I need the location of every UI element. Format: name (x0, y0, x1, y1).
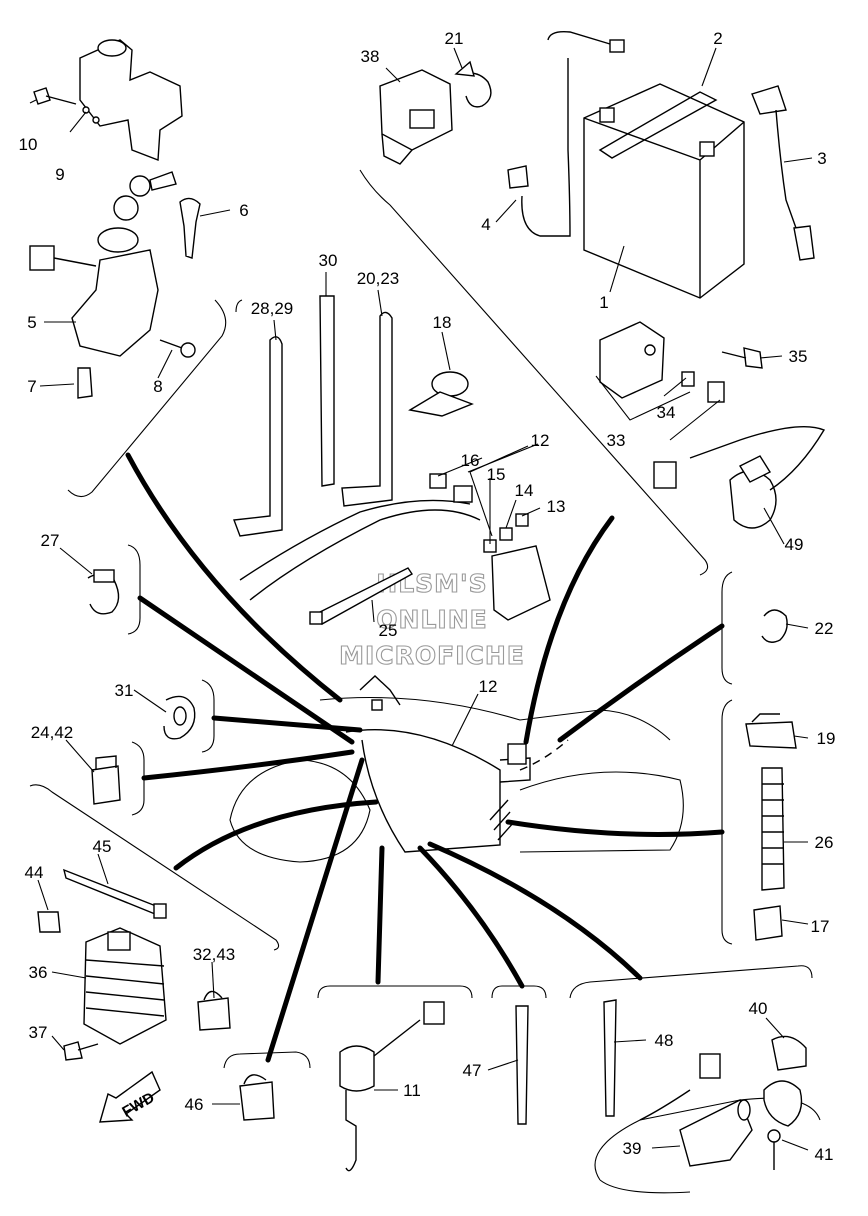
callout-24-42: 24,42 (31, 723, 74, 742)
callout-26: 26 (815, 833, 834, 852)
callout-labels: 9 10 6 5 7 8 38 21 2 3 4 1 28,29 30 20,2… (19, 29, 836, 1164)
part-clip-46 (239, 1074, 275, 1121)
part-ignition-bracket-9 (79, 39, 183, 161)
part-cable-tie-47 (515, 1005, 529, 1125)
callout-16: 16 (461, 451, 480, 470)
part-cable-tie-20-23 (341, 311, 393, 507)
fwd-arrow: FWD (99, 1070, 161, 1123)
callout-44: 44 (25, 863, 44, 882)
callout-13: 13 (547, 497, 566, 516)
watermark-line-2: ONLINE (376, 605, 487, 634)
callout-40: 40 (749, 999, 768, 1018)
callout-5: 5 (27, 313, 36, 332)
callout-31: 31 (115, 681, 134, 700)
callout-33: 33 (607, 431, 626, 450)
part-clamp-31 (163, 695, 196, 740)
part-clamp-18 (408, 371, 474, 417)
callout-12-center: 12 (479, 677, 498, 696)
part-screw-8 (159, 339, 196, 358)
callout-48: 48 (655, 1031, 674, 1050)
callout-20-23: 20,23 (357, 269, 400, 288)
part-clip-32-43 (197, 990, 231, 1031)
callout-21: 21 (445, 29, 464, 48)
callout-4: 4 (481, 215, 490, 234)
callout-38: 38 (361, 47, 380, 66)
part-clip-22 (761, 609, 788, 643)
part-bolt-7 (77, 367, 93, 399)
callout-11: 11 (403, 1081, 421, 1100)
part-cap-40 (763, 1035, 807, 1127)
callout-27: 27 (41, 531, 60, 550)
callout-7: 7 (27, 377, 36, 396)
callout-25: 25 (379, 621, 398, 640)
callout-18: 18 (433, 313, 452, 332)
callout-10: 10 (19, 135, 38, 154)
part-bolt-37 (63, 1041, 99, 1061)
callout-12-top: 12 (531, 431, 550, 450)
callout-35: 35 (789, 347, 808, 366)
callout-15: 15 (487, 465, 506, 484)
part-battery-cable-3 (751, 85, 815, 261)
part-clip-44 (37, 911, 61, 933)
callout-39: 39 (623, 1139, 642, 1158)
part-sensor-49 (653, 426, 826, 529)
part-fuses-34 (681, 371, 725, 403)
part-cable-tie-45 (62, 868, 167, 919)
callout-45: 45 (93, 837, 112, 856)
part-harness-12-top (239, 473, 551, 621)
callout-9: 9 (55, 165, 64, 184)
part-sensor-39 (639, 1053, 753, 1167)
part-key-6 (179, 197, 201, 259)
part-bolt-35 (721, 347, 763, 369)
callout-19: 19 (817, 729, 836, 748)
part-clamp-19 (745, 713, 797, 749)
part-relay-38 (379, 69, 453, 165)
callout-46: 46 (185, 1095, 204, 1114)
part-ignition-switch-5 (29, 171, 177, 357)
part-cable-tie-25 (309, 567, 414, 625)
part-starter-relay-33 (599, 321, 665, 399)
callout-47: 47 (463, 1061, 482, 1080)
part-switch-11 (339, 1001, 445, 1172)
callout-36: 36 (29, 963, 48, 982)
callout-22: 22 (815, 619, 834, 638)
motorcycle-outline (229, 675, 684, 863)
part-battery-band-2 (598, 91, 718, 159)
callout-14: 14 (515, 481, 534, 500)
part-cable-tie-48 (603, 999, 617, 1117)
callout-34: 34 (657, 403, 676, 422)
part-clip-24-42 (91, 755, 121, 805)
part-cable-tie-28-29 (233, 336, 283, 537)
part-clip-17 (753, 905, 783, 941)
callout-17: 17 (811, 917, 830, 936)
watermark-line-3: MICROFICHE (339, 641, 525, 670)
connector-lines (125, 452, 725, 1063)
callout-8: 8 (153, 377, 162, 396)
callout-2: 2 (713, 29, 722, 48)
callout-6: 6 (239, 201, 248, 220)
callout-28-29: 28,29 (251, 299, 294, 318)
callout-30: 30 (319, 251, 338, 270)
callout-41: 41 (815, 1145, 834, 1164)
leader-lines (29, 47, 813, 1151)
part-clamp-21 (454, 60, 492, 108)
part-battery-1 (583, 83, 745, 299)
part-clamp-27 (87, 569, 120, 615)
callout-3: 3 (817, 149, 826, 168)
part-rectifier-36 (83, 927, 167, 1045)
callout-37: 37 (29, 1023, 48, 1042)
callout-49: 49 (785, 535, 804, 554)
part-grommet-26 (761, 767, 785, 891)
callout-1: 1 (599, 293, 608, 312)
watermark: HLSM'S ONLINE MICROFICHE (339, 568, 525, 670)
part-negative-cable-4 (507, 30, 625, 237)
part-screw-41 (767, 1129, 781, 1170)
callout-32-43: 32,43 (193, 945, 236, 964)
part-bolt-10 (33, 87, 77, 105)
part-cable-tie-30 (319, 295, 335, 487)
